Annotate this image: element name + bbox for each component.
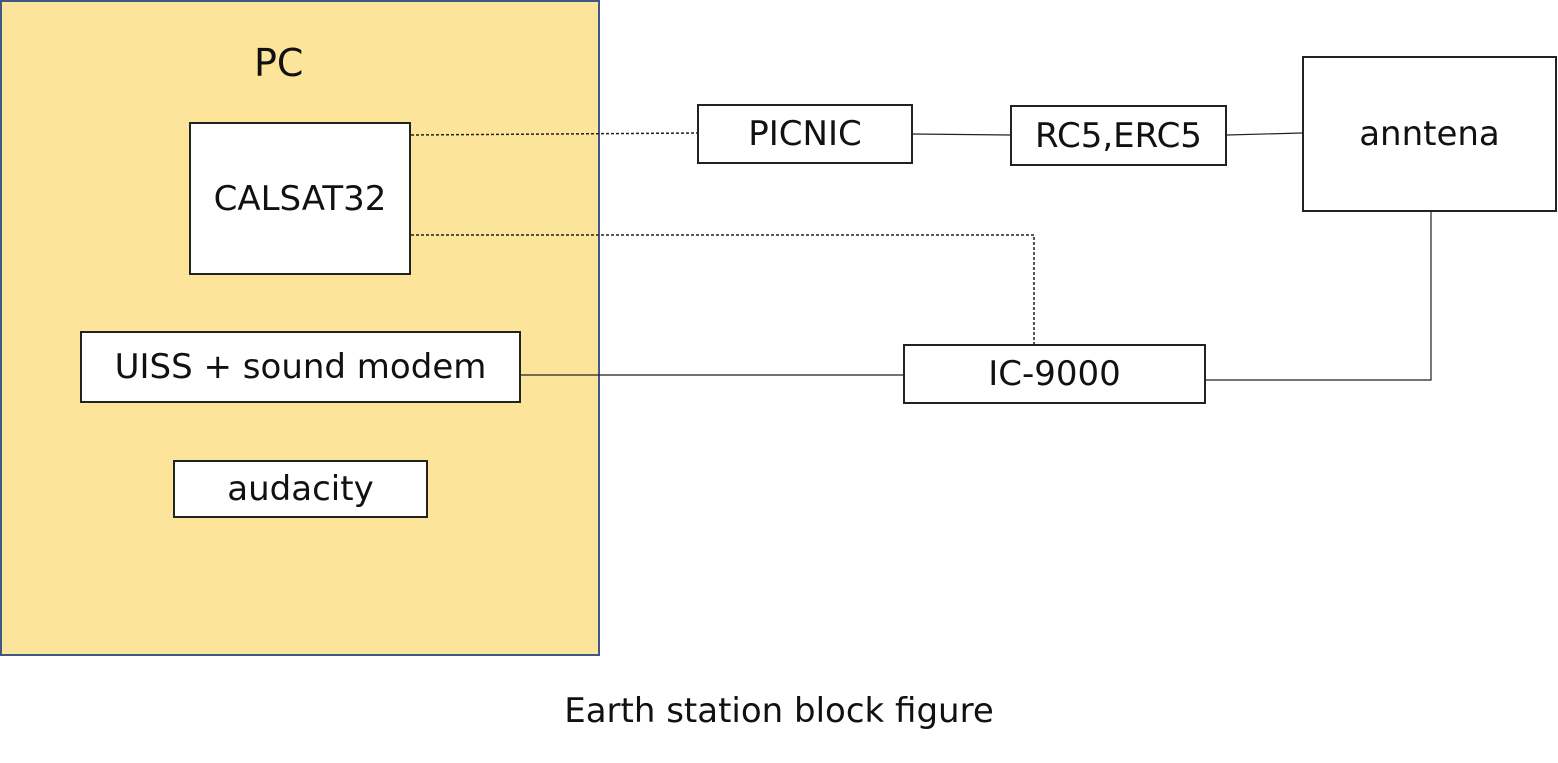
ic9000-radio-block: IC-9000: [903, 344, 1206, 404]
rotator-controller-label: RC5,ERC5: [1035, 115, 1202, 156]
pc-group-label: PC: [254, 41, 304, 85]
pc-group: [0, 0, 600, 656]
calsat32-block: CALSAT32: [189, 122, 411, 275]
calsat32-label: CALSAT32: [213, 178, 387, 219]
audacity-block: audacity: [173, 460, 428, 518]
antenna-label: anntena: [1359, 114, 1500, 154]
rotator-antenna-link: [1226, 132, 1303, 136]
uiss-sound-modem-label: UISS + sound modem: [114, 347, 487, 387]
radio-antenna-link: [1206, 212, 1432, 381]
rotator-controller-block: RC5,ERC5: [1010, 105, 1227, 166]
picnic-rotator-link: [912, 133, 1011, 136]
picnic-block: PICNIC: [697, 104, 913, 164]
audacity-label: audacity: [227, 469, 374, 509]
picnic-label: PICNIC: [748, 114, 862, 154]
ic9000-radio-label: IC-9000: [988, 354, 1121, 394]
uiss-sound-modem-block: UISS + sound modem: [80, 331, 521, 403]
figure-caption: Earth station block figure: [564, 691, 994, 731]
antenna-block: anntena: [1302, 56, 1557, 212]
calsat-picnic-link: [410, 132, 699, 136]
calsat-radio-link: [411, 234, 1035, 345]
